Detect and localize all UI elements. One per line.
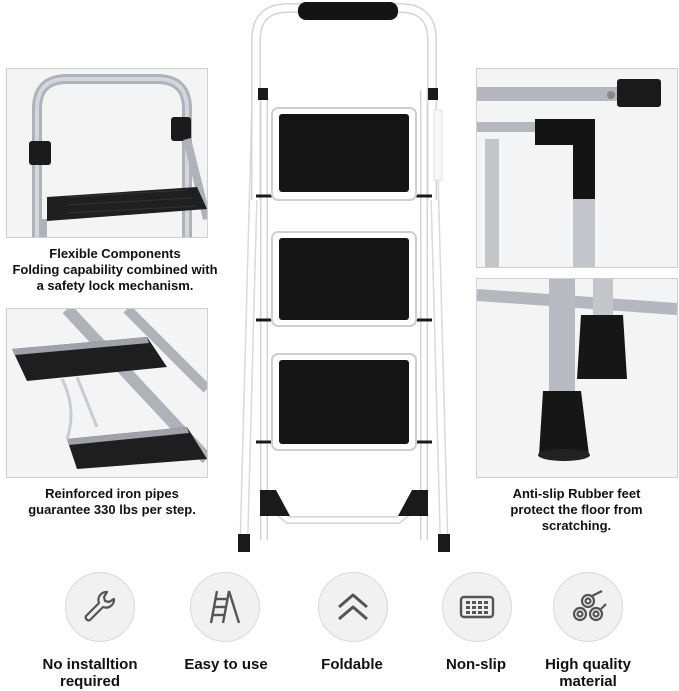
handle-grip: [298, 2, 398, 20]
feature-label-line1: High quality: [545, 656, 631, 673]
feature-label-line1: No installtion: [42, 656, 138, 673]
step-ladder-product: [238, 2, 450, 552]
folding-lock-line1: Folding capability combined with: [12, 262, 218, 277]
rubber-feet-photo: [476, 278, 678, 478]
wrench-icon: [84, 590, 116, 622]
rubber-feet-line2: protect the floor from: [510, 502, 643, 517]
hinge-lock-photo: [476, 68, 678, 268]
grip-pad-icon: [459, 595, 495, 619]
feature-label-no-installation: No installtion required: [35, 656, 145, 690]
hinge-lock-illustration: [477, 69, 677, 267]
folding-lock-title: Flexible Components: [49, 246, 181, 261]
iron-pipes-illustration: [7, 309, 207, 477]
folding-lock-illustration: [7, 69, 207, 237]
rubber-feet-illustration: [477, 279, 677, 477]
feature-non-slip: [442, 572, 512, 642]
feature-label-foldable: Foldable: [297, 656, 407, 673]
ladder-icon: [209, 590, 241, 624]
iron-pipes-photo: [6, 308, 208, 478]
feature-no-installation: [65, 572, 135, 642]
feature-label-non-slip: Non-slip: [421, 656, 531, 673]
feature-high-quality: [553, 572, 623, 642]
foot-left: [238, 534, 250, 552]
feature-foldable: [318, 572, 388, 642]
folding-lock-caption: Flexible Components Folding capability c…: [0, 246, 230, 294]
feature-label-line1: Non-slip: [446, 656, 506, 673]
feature-easy-to-use: [190, 572, 260, 642]
iron-pipes-caption: Reinforced iron pipes guarantee 330 lbs …: [0, 486, 224, 518]
feature-label-high-quality: High quality material: [533, 656, 643, 690]
rubber-feet-caption: Anti-slip Rubber feet protect the floor …: [494, 486, 659, 534]
feature-label-easy-to-use: Easy to use: [171, 656, 281, 673]
rubber-feet-line1: Anti-slip Rubber feet: [512, 486, 641, 501]
rubber-feet-line3: scratching.: [541, 518, 612, 533]
iron-pipes-line1: Reinforced iron pipes: [45, 486, 179, 501]
chevron-up-icon: [338, 593, 368, 621]
feature-label-line2: required: [59, 673, 120, 690]
feature-label-line1: Easy to use: [184, 656, 268, 673]
feature-label-line1: Foldable: [321, 656, 383, 673]
iron-pipes-line2: guarantee 330 lbs per step.: [28, 502, 196, 517]
feature-label-line2: material: [559, 673, 617, 690]
folding-lock-photo: [6, 68, 208, 238]
foot-right: [438, 534, 450, 552]
folding-lock-line2: a safety lock mechanism.: [36, 278, 194, 293]
pipes-icon: [572, 590, 607, 622]
